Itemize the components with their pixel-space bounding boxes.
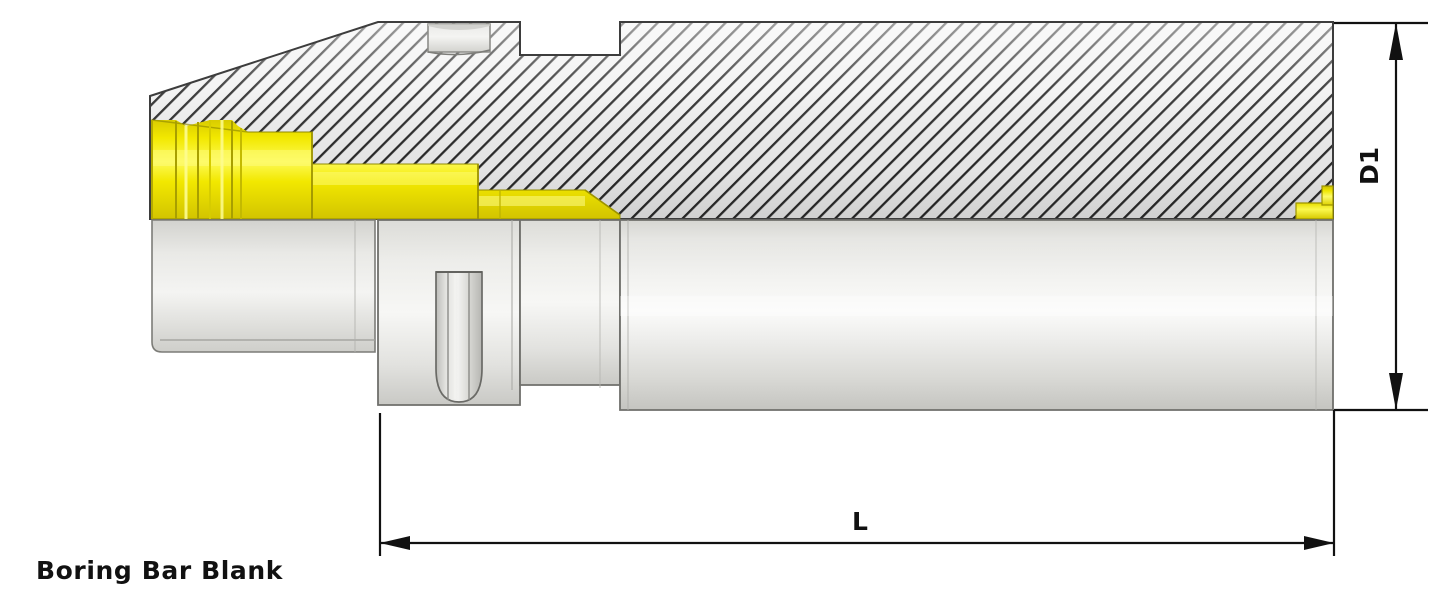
retention-groove xyxy=(175,120,242,219)
flange-keyslot xyxy=(427,23,491,56)
dimension-label-length: L xyxy=(852,507,868,536)
dimension-length xyxy=(378,410,1336,556)
taper-shank-outline-view xyxy=(151,219,376,353)
taper-shank xyxy=(151,119,1334,220)
dimension-label-diameter: D1 xyxy=(1355,146,1384,185)
figure-caption: Boring Bar Blank xyxy=(36,556,284,585)
flange-outline-view xyxy=(377,219,621,406)
dimension-diameter xyxy=(1334,21,1428,412)
drive-slot xyxy=(435,271,483,403)
cylindrical-bar xyxy=(619,219,1334,411)
